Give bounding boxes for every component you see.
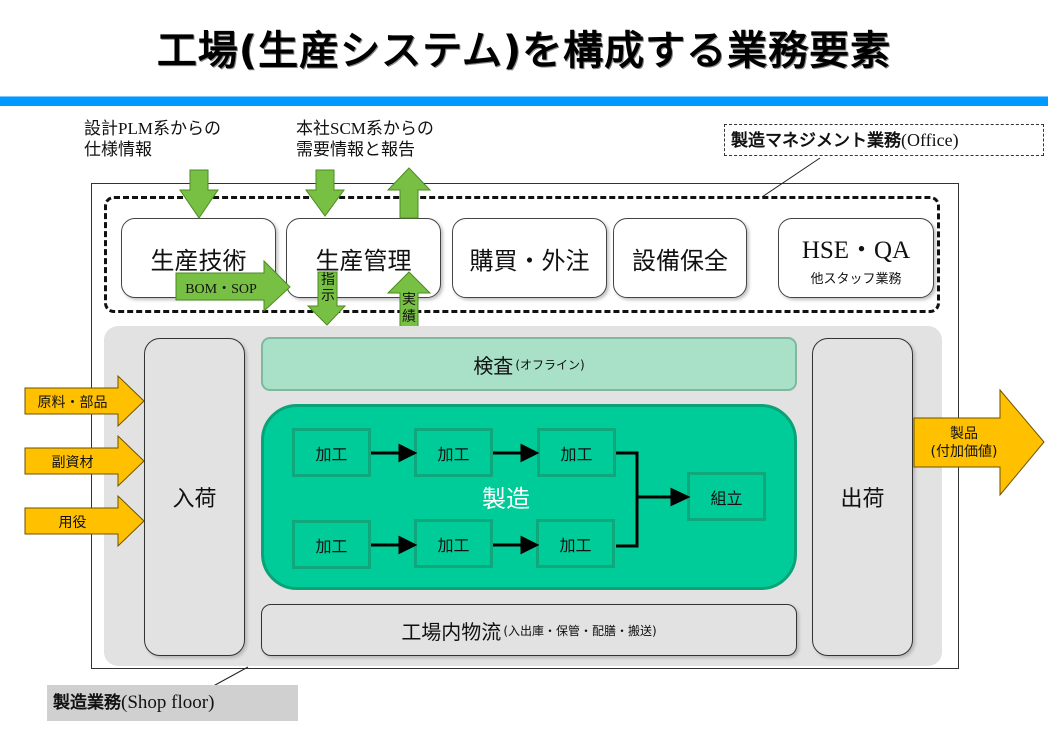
process-label: 加工 [315, 536, 348, 556]
merge-line [616, 451, 639, 548]
inspection-sublabel: (オフライン) [515, 357, 585, 372]
output-products: 製品 (付加価値) [914, 425, 1014, 461]
input-raw-materials: 原料・部品 [37, 395, 108, 411]
instruction-label: 指 示 [319, 272, 337, 304]
box-label: 生産管理 [315, 246, 412, 275]
scm-note-line-1: 本社SCM系からの [296, 119, 434, 138]
results-char: 実 [402, 292, 416, 308]
logistics-label: 工場内物流 [401, 619, 502, 644]
box-label: 購買・外注 [469, 246, 590, 275]
arrow-right-icon [24, 374, 145, 428]
process-label: 加工 [315, 444, 348, 464]
arrowhead-icon [520, 535, 540, 555]
arrow-up-icon [386, 271, 432, 329]
instruction-char: 指 [321, 272, 335, 288]
output-line-2: (付加価値) [930, 444, 998, 460]
process-box: 加工 [292, 520, 371, 569]
box-sublabel: 他スタッフ業務 [810, 271, 902, 287]
process-label: 加工 [559, 535, 592, 555]
arrowhead-icon [398, 535, 418, 555]
arrow-down-icon [305, 169, 345, 217]
arrow-right-icon [913, 388, 1045, 497]
scm-note-line-2: 需要情報と報告 [296, 140, 415, 159]
box-purchasing: 購買・外注 [452, 218, 607, 298]
page-title: 工場(生産システム)を構成する業務要素 [156, 28, 892, 74]
arrowhead-icon [670, 487, 691, 507]
manufacturing-label: 製造 [482, 485, 530, 513]
box-label: HSE・QA [801, 236, 911, 264]
arrowhead-icon [398, 443, 418, 463]
title-underline-bar [0, 96, 1048, 106]
office-callout: 製造マネジメント業務(Office) [724, 124, 1044, 156]
shop-floor-callout-latin: (Shop floor) [121, 692, 215, 713]
office-callout-title: 製造マネジメント業務 [731, 131, 901, 151]
logistics-sublabel: (入出庫・保管・配膳・搬送) [503, 623, 657, 638]
box-label: 生産技術 [150, 246, 247, 275]
process-box: 加工 [292, 428, 371, 477]
receiving-box: 入荷 [144, 338, 245, 656]
shipping-label: 出荷 [840, 487, 885, 512]
input-auxiliary-materials: 副資材 [51, 455, 94, 471]
arrow-right-icon [175, 259, 291, 313]
inspection-box: 検査(オフライン) [261, 337, 797, 391]
shop-floor-callout: 製造業務(Shop floor) [47, 685, 298, 721]
receiving-label: 入荷 [172, 487, 217, 512]
results-label: 実 績 [400, 292, 418, 326]
office-leader-line [761, 157, 821, 198]
process-label: 加工 [560, 444, 593, 464]
results-char: 績 [402, 309, 416, 325]
arrow-right-icon [24, 494, 145, 548]
arrow-down-icon [179, 169, 219, 219]
shipping-box: 出荷 [812, 338, 913, 656]
output-line-1: 製品 [950, 426, 978, 442]
box-maintenance: 設備保全 [613, 218, 747, 298]
box-hse-qa: HSE・QA 他スタッフ業務 [778, 218, 934, 298]
logistics-box: 工場内物流(入出庫・保管・配膳・搬送) [261, 604, 797, 656]
process-box: 加工 [536, 519, 615, 568]
plm-note-line-2: 仕様情報 [84, 140, 152, 159]
plm-note-line-1: 設計PLM系からの [84, 119, 221, 138]
assembly-label: 組立 [710, 488, 743, 508]
arrow-up-icon [386, 167, 432, 219]
box-label: 設備保全 [632, 246, 728, 275]
scm-input-note: 本社SCM系からの 需要情報と報告 [296, 118, 434, 160]
management-region [104, 196, 940, 313]
process-box: 加工 [537, 428, 616, 477]
arrow-right-icon [24, 434, 145, 488]
shop-floor-callout-title: 製造業務 [53, 693, 121, 713]
box-production-control: 生産管理 [286, 218, 441, 298]
process-label: 加工 [437, 535, 470, 555]
plm-input-note: 設計PLM系からの 仕様情報 [84, 118, 221, 160]
process-box: 加工 [414, 428, 493, 477]
instruction-char: 示 [321, 288, 335, 304]
arrow-down-icon [306, 271, 347, 326]
bom-sop-label: BOM・SOP [185, 282, 257, 297]
process-label: 加工 [437, 444, 470, 464]
inspection-label: 検査 [473, 353, 514, 378]
office-callout-latin: (Office) [901, 130, 959, 150]
process-box: 加工 [414, 519, 493, 568]
arrowhead-icon [520, 443, 540, 463]
input-utilities: 用役 [58, 515, 87, 531]
